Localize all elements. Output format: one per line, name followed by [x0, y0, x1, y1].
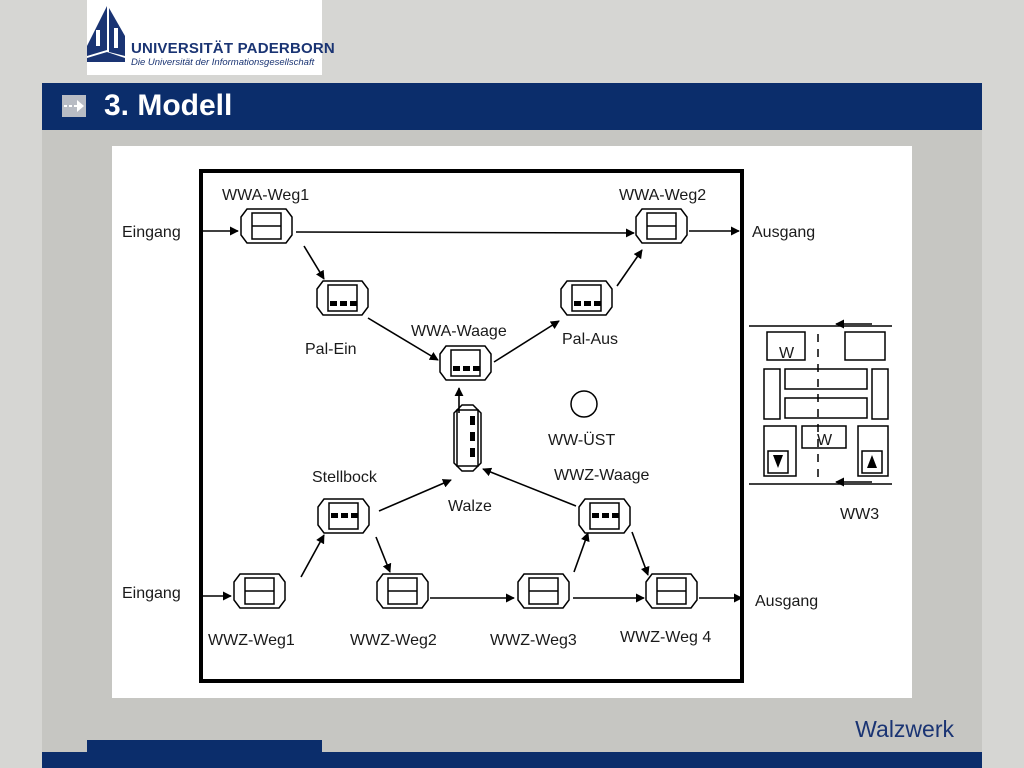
label-w-top: W — [779, 345, 795, 362]
footer-tab — [87, 740, 322, 752]
label-stellbock: Stellbock — [312, 469, 378, 486]
station-wwa-weg1 — [240, 208, 293, 244]
station-wwz-weg1 — [233, 573, 286, 609]
label-wwz-weg4: WWZ-Weg 4 — [620, 629, 711, 646]
title-bar: 3. Modell — [42, 83, 982, 130]
label-wwz-weg2: WWZ-Weg2 — [350, 632, 437, 649]
label-w-mid: W — [817, 432, 833, 449]
station-walze — [453, 404, 482, 472]
station-wwa-waage — [439, 345, 492, 381]
station-wwz-weg4 — [645, 573, 698, 609]
university-tagline: Die Universität der Informationsgesellsc… — [131, 57, 315, 68]
flow-arrows — [199, 226, 743, 603]
station-wwz-waage — [578, 498, 631, 534]
station-ww-uest — [570, 390, 598, 418]
label-eingang-top: Eingang — [122, 224, 181, 241]
arrow-up-icon — [867, 455, 877, 468]
label-wwa-weg1: WWA-Weg1 — [222, 187, 309, 204]
page-title: 3. Modell — [104, 89, 233, 122]
diagram-figure: Eingang Ausgang Eingang Ausgang WWA-Weg1… — [112, 146, 912, 698]
arrow-down-icon — [773, 455, 783, 468]
station-pal-ein — [316, 280, 369, 316]
label-pal-aus: Pal-Aus — [562, 331, 618, 348]
university-name: UNIVERSITÄT PADERBORN — [131, 40, 335, 57]
label-ausgang-bottom: Ausgang — [755, 593, 818, 610]
label-eingang-bottom: Eingang — [122, 585, 181, 602]
footer-bar — [42, 752, 982, 768]
label-wwa-waage: WWA-Waage — [411, 323, 507, 340]
system-boundary — [199, 169, 744, 683]
label-walze: Walze — [448, 498, 492, 515]
section-label: Walzwerk — [855, 716, 954, 742]
label-wwa-weg2: WWA-Weg2 — [619, 187, 706, 204]
station-pal-aus — [560, 280, 613, 316]
label-ww-uest: WW-ÜST — [548, 431, 615, 449]
label-wwz-weg1: WWZ-Weg1 — [208, 632, 295, 649]
station-wwz-weg2 — [376, 573, 429, 609]
station-stellbock — [317, 498, 370, 534]
station-wwz-weg3 — [517, 573, 570, 609]
university-logo: UNIVERSITÄT PADERBORN Die Universität de… — [87, 0, 335, 75]
station-wwa-weg2 — [635, 208, 688, 244]
arrow-bullet-icon — [62, 95, 86, 117]
label-wwz-weg3: WWZ-Weg3 — [490, 632, 577, 649]
ww3-layout-sketch — [749, 319, 892, 487]
label-wwz-waage: WWZ-Waage — [554, 467, 650, 484]
rolling-mill-model-diagram: Eingang Ausgang Eingang Ausgang WWA-Weg1… — [122, 169, 892, 683]
label-ausgang-top: Ausgang — [752, 224, 815, 241]
university-logo-mark — [87, 6, 125, 62]
label-ww3: WW3 — [840, 506, 879, 523]
label-pal-ein: Pal-Ein — [305, 341, 357, 358]
